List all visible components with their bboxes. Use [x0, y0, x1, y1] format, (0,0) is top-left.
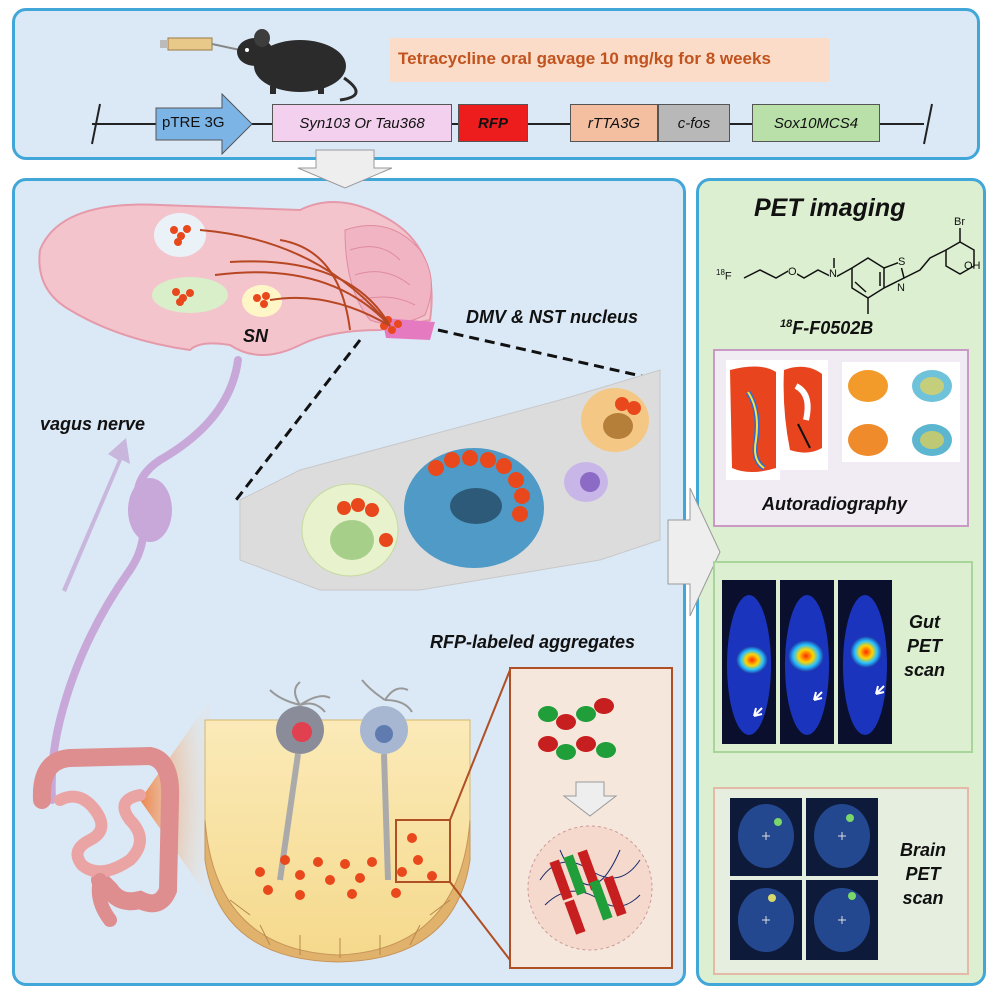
treatment-box: [390, 38, 830, 82]
gene-box: Syn103 Or Tau368: [272, 104, 452, 142]
chem-fluoro-label: 18F: [716, 268, 732, 283]
compound-label: 18F-F0502B: [780, 318, 874, 338]
right-arrow-icon: [667, 487, 721, 617]
zoom-line: [437, 328, 651, 380]
vagus-nerve-label: vagus nerve: [40, 414, 146, 434]
chem-oxygen-label: O: [788, 266, 797, 278]
gut-pet-label: Gut PET scan: [904, 612, 946, 680]
intestine-illustration: [32, 746, 180, 927]
mouse-icon: [237, 29, 358, 102]
treatment-label: Tetracycline oral gavage 10 mg/kg for 8 …: [398, 49, 771, 68]
syringe-icon: [160, 37, 241, 51]
backbone-right-end: [923, 103, 933, 145]
brain-pet-label: Brain PET scan: [900, 840, 947, 908]
up-arrow-icon: [62, 438, 130, 592]
vagus-nerve-illustration: [47, 356, 242, 804]
chemical-structure: [743, 228, 975, 314]
pet-title: PET imaging: [754, 194, 906, 222]
gut-crypt-tissue-illustration: [204, 669, 511, 963]
sox-box: Sox10MCS4: [752, 104, 880, 142]
promoter-arrow: [155, 92, 253, 156]
dmv-nst-label: DMV & NST nucleus: [466, 307, 639, 327]
brain-sagittal-illustration: [38, 201, 435, 356]
sn-label: SN: [243, 326, 269, 346]
aggregates-label: RFP-labeled aggregates: [430, 632, 636, 652]
chem-bromine-label: Br: [954, 216, 965, 228]
nucleus-cells-illustration: [239, 369, 661, 591]
brain-pet-scans: [730, 798, 878, 960]
autoradiography-images: [726, 360, 960, 480]
promoter-label: pTRE 3G: [162, 114, 225, 131]
aggregate-formation-inset: [509, 667, 673, 969]
chem-hydroxyl-label: OH: [964, 260, 981, 272]
gut-pet-scans: [722, 580, 892, 744]
cfos-box: c-fos: [658, 104, 730, 142]
transactivator-box: rTTA3G: [570, 104, 658, 142]
chem-nitrogen-ring-label: N: [897, 282, 905, 294]
reporter-box: RFP: [458, 104, 528, 142]
autoradiography-label: Autoradiography: [762, 494, 908, 514]
down-arrow-icon: [297, 149, 393, 189]
zoom-line: [234, 339, 362, 501]
backbone-left-end: [91, 103, 101, 145]
chem-sulfur-label: S: [898, 256, 906, 268]
chem-nitrogen-label: N: [829, 268, 837, 280]
